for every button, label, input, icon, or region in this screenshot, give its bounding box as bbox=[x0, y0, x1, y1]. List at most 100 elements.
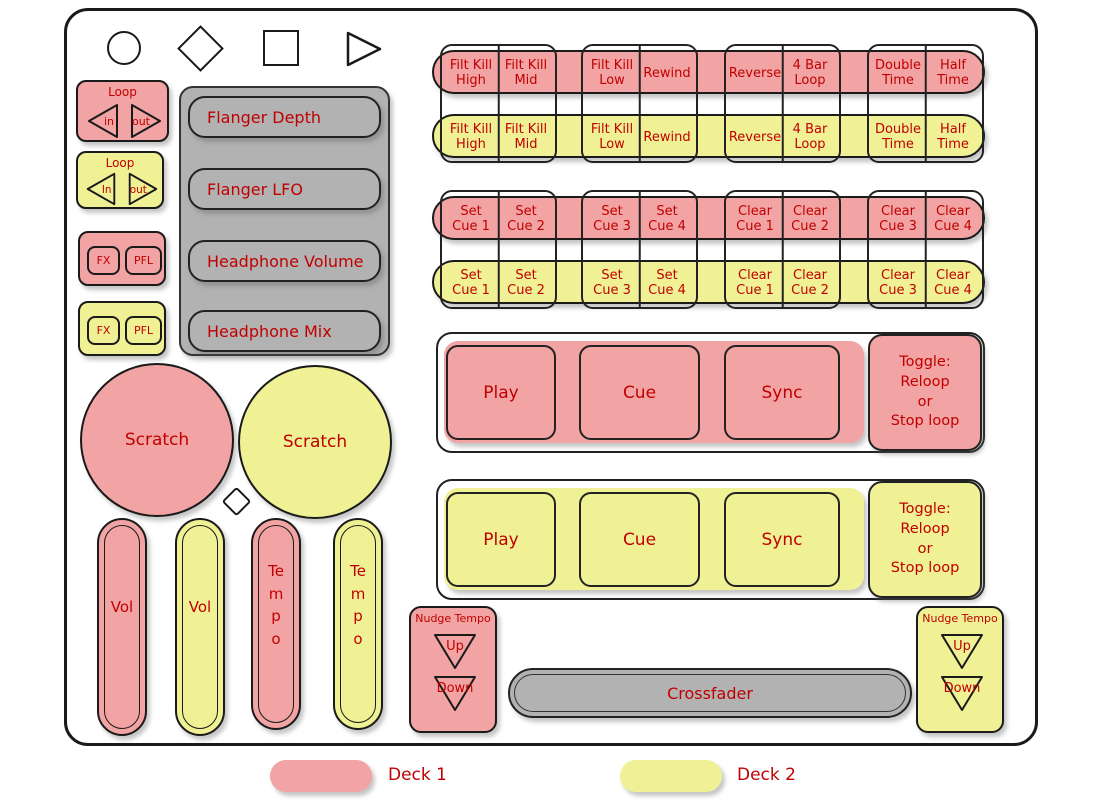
clear-cue-2-button-deck2[interactable]: Clear Cue 2 bbox=[791, 268, 829, 298]
filt-kill-low-button-deck1[interactable]: Filt Kill Low bbox=[590, 58, 634, 88]
scratch-wheel-deck1[interactable]: Scratch bbox=[80, 363, 234, 517]
clear-cue-4-button-deck1[interactable]: Clear Cue 4 bbox=[934, 204, 972, 234]
filt-kill-high-button-deck1[interactable]: Filt Kill High bbox=[449, 58, 493, 88]
svg-text:Down: Down bbox=[437, 681, 474, 696]
play-button-deck1[interactable]: Play bbox=[446, 345, 556, 440]
filt-kill-mid-button-deck1[interactable]: Filt Kill Mid bbox=[504, 58, 548, 88]
loop-panel-deck1: Loop in out bbox=[76, 80, 169, 142]
nudge-up-button-deck1[interactable]: Up bbox=[431, 632, 479, 672]
nudge-down-button-deck1[interactable]: Down bbox=[431, 674, 479, 714]
square-icon bbox=[263, 30, 299, 66]
set-cue-3-button-deck2[interactable]: Set Cue 3 bbox=[593, 268, 631, 298]
svg-text:out: out bbox=[130, 184, 147, 196]
play-button-deck2[interactable]: Play bbox=[446, 492, 556, 587]
fx-button-deck1[interactable]: FX bbox=[87, 246, 120, 275]
set-cue-2-button-deck2[interactable]: Set Cue 2 bbox=[507, 268, 545, 298]
set-cue-1-button-deck1[interactable]: Set Cue 1 bbox=[452, 204, 490, 234]
filt-kill-low-button-deck2[interactable]: Filt Kill Low bbox=[590, 122, 634, 152]
clear-cue-3-button-deck1[interactable]: Clear Cue 3 bbox=[879, 204, 917, 234]
nudge-down-button-deck2[interactable]: Down bbox=[938, 674, 986, 714]
double-time-button-deck2[interactable]: Double Time bbox=[874, 122, 922, 152]
legend-deck1-swatch bbox=[270, 760, 372, 792]
flanger-lfo-knob[interactable]: Flanger LFO bbox=[188, 168, 381, 210]
double-time-button-deck1[interactable]: Double Time bbox=[874, 58, 922, 88]
filt-kill-high-button-deck2[interactable]: Filt Kill High bbox=[449, 122, 493, 152]
transport-strip-deck2 bbox=[444, 488, 864, 590]
set-cue-2-button-deck1[interactable]: Set Cue 2 bbox=[507, 204, 545, 234]
loop-in-button-deck2[interactable]: In bbox=[82, 170, 120, 208]
clear-cue-4-button-deck2[interactable]: Clear Cue 4 bbox=[934, 268, 972, 298]
four-bar-loop-button-deck2[interactable]: 4 Bar Loop bbox=[792, 122, 828, 152]
half-time-button-deck1[interactable]: Half Time bbox=[937, 58, 969, 88]
tempo-slider-label: Tempo bbox=[350, 562, 366, 648]
flanger-depth-knob[interactable]: Flanger Depth bbox=[188, 96, 381, 138]
cue-group-1: Set Cue 1 Set Cue 2 Set Cue 1 Set Cue 2 bbox=[440, 190, 557, 309]
cue-button-deck1[interactable]: Cue bbox=[579, 345, 700, 440]
cue-group-4: Clear Cue 3 Clear Cue 4 Clear Cue 3 Clea… bbox=[867, 190, 984, 309]
loop-out-button-deck2[interactable]: out bbox=[124, 170, 162, 208]
fx-panel-deck1: FX PFL bbox=[78, 231, 166, 286]
cue-group-3: Clear Cue 1 Clear Cue 2 Clear Cue 1 Clea… bbox=[724, 190, 841, 309]
transport-strip-deck1 bbox=[444, 341, 864, 443]
legend-deck2-swatch bbox=[620, 760, 722, 792]
toggle-reloop-button-deck2[interactable]: Toggle: Reloop or Stop loop bbox=[868, 481, 982, 598]
volume-slider-deck1[interactable]: Vol bbox=[97, 518, 147, 736]
four-bar-loop-button-deck1[interactable]: 4 Bar Loop bbox=[792, 58, 828, 88]
loop-out-button-deck1[interactable]: out bbox=[126, 101, 166, 141]
cue-group-2: Set Cue 3 Set Cue 4 Set Cue 3 Set Cue 4 bbox=[581, 190, 698, 309]
reverse-button-deck1[interactable]: Reverse bbox=[728, 65, 782, 81]
cue-button-deck2[interactable]: Cue bbox=[579, 492, 700, 587]
headphone-volume-knob[interactable]: Headphone Volume bbox=[188, 240, 381, 282]
clear-cue-2-button-deck1[interactable]: Clear Cue 2 bbox=[791, 204, 829, 234]
svg-text:In: In bbox=[102, 184, 112, 196]
volume-slider-deck2[interactable]: Vol bbox=[175, 518, 225, 736]
loop-in-button-deck1[interactable]: in bbox=[83, 101, 123, 141]
clear-cue-3-button-deck2[interactable]: Clear Cue 3 bbox=[879, 268, 917, 298]
toggle-reloop-button-deck1[interactable]: Toggle: Reloop or Stop loop bbox=[868, 334, 982, 451]
volume-slider-label: Vol bbox=[188, 598, 212, 616]
crossfader-slider[interactable]: Crossfader bbox=[508, 668, 912, 718]
loop-title-deck1: Loop bbox=[108, 85, 137, 99]
pfl-button-deck2[interactable]: PFL bbox=[125, 316, 162, 345]
set-cue-3-button-deck1[interactable]: Set Cue 3 bbox=[593, 204, 631, 234]
sync-button-deck1[interactable]: Sync bbox=[724, 345, 840, 440]
legend-deck2-label: Deck 2 bbox=[737, 765, 796, 785]
loop-panel-deck2: Loop In out bbox=[76, 151, 164, 209]
nudge-up-button-deck2[interactable]: Up bbox=[938, 632, 986, 672]
clear-cue-1-button-deck2[interactable]: Clear Cue 1 bbox=[736, 268, 774, 298]
half-time-button-deck2[interactable]: Half Time bbox=[937, 122, 969, 152]
kill-group-3: Reverse 4 Bar Loop Reverse 4 Bar Loop bbox=[724, 44, 841, 163]
nudge-panel-deck1: Nudge Tempo Up Down bbox=[409, 606, 497, 733]
circle-icon bbox=[107, 31, 141, 65]
pfl-button-deck1[interactable]: PFL bbox=[125, 246, 162, 275]
svg-text:Up: Up bbox=[953, 639, 971, 654]
loop-title-deck2: Loop bbox=[105, 156, 135, 170]
nudge-title-deck1: Nudge Tempo bbox=[415, 612, 491, 625]
filt-kill-mid-button-deck2[interactable]: Filt Kill Mid bbox=[504, 122, 548, 152]
volume-slider-label: Vol bbox=[110, 598, 134, 616]
crossfader-label: Crossfader bbox=[667, 683, 753, 703]
kill-group-4: Double Time Half Time Double Time Half T… bbox=[867, 44, 984, 163]
rewind-button-deck2[interactable]: Rewind bbox=[643, 129, 691, 145]
svg-text:in: in bbox=[104, 115, 114, 128]
reverse-button-deck2[interactable]: Reverse bbox=[728, 129, 782, 145]
scratch-wheel-deck2[interactable]: Scratch bbox=[238, 365, 392, 519]
svg-text:out: out bbox=[132, 115, 151, 128]
sync-button-deck2[interactable]: Sync bbox=[724, 492, 840, 587]
tempo-slider-deck1[interactable]: Tempo bbox=[251, 518, 301, 730]
legend-deck1-label: Deck 1 bbox=[388, 765, 447, 785]
set-cue-4-button-deck2[interactable]: Set Cue 4 bbox=[648, 268, 686, 298]
clear-cue-1-button-deck1[interactable]: Clear Cue 1 bbox=[736, 204, 774, 234]
svg-text:Up: Up bbox=[446, 639, 464, 654]
kill-group-1: Filt Kill High Filt Kill Mid Filt Kill H… bbox=[440, 44, 557, 163]
nudge-panel-deck2: Nudge Tempo Up Down bbox=[916, 606, 1004, 733]
set-cue-1-button-deck2[interactable]: Set Cue 1 bbox=[452, 268, 490, 298]
fx-button-deck2[interactable]: FX bbox=[87, 316, 120, 345]
tempo-slider-deck2[interactable]: Tempo bbox=[333, 518, 383, 730]
headphone-mix-knob[interactable]: Headphone Mix bbox=[188, 310, 381, 352]
tempo-slider-label: Tempo bbox=[268, 562, 284, 648]
kill-group-2: Filt Kill Low Rewind Filt Kill Low Rewin… bbox=[581, 44, 698, 163]
set-cue-4-button-deck1[interactable]: Set Cue 4 bbox=[648, 204, 686, 234]
rewind-button-deck1[interactable]: Rewind bbox=[643, 65, 691, 81]
